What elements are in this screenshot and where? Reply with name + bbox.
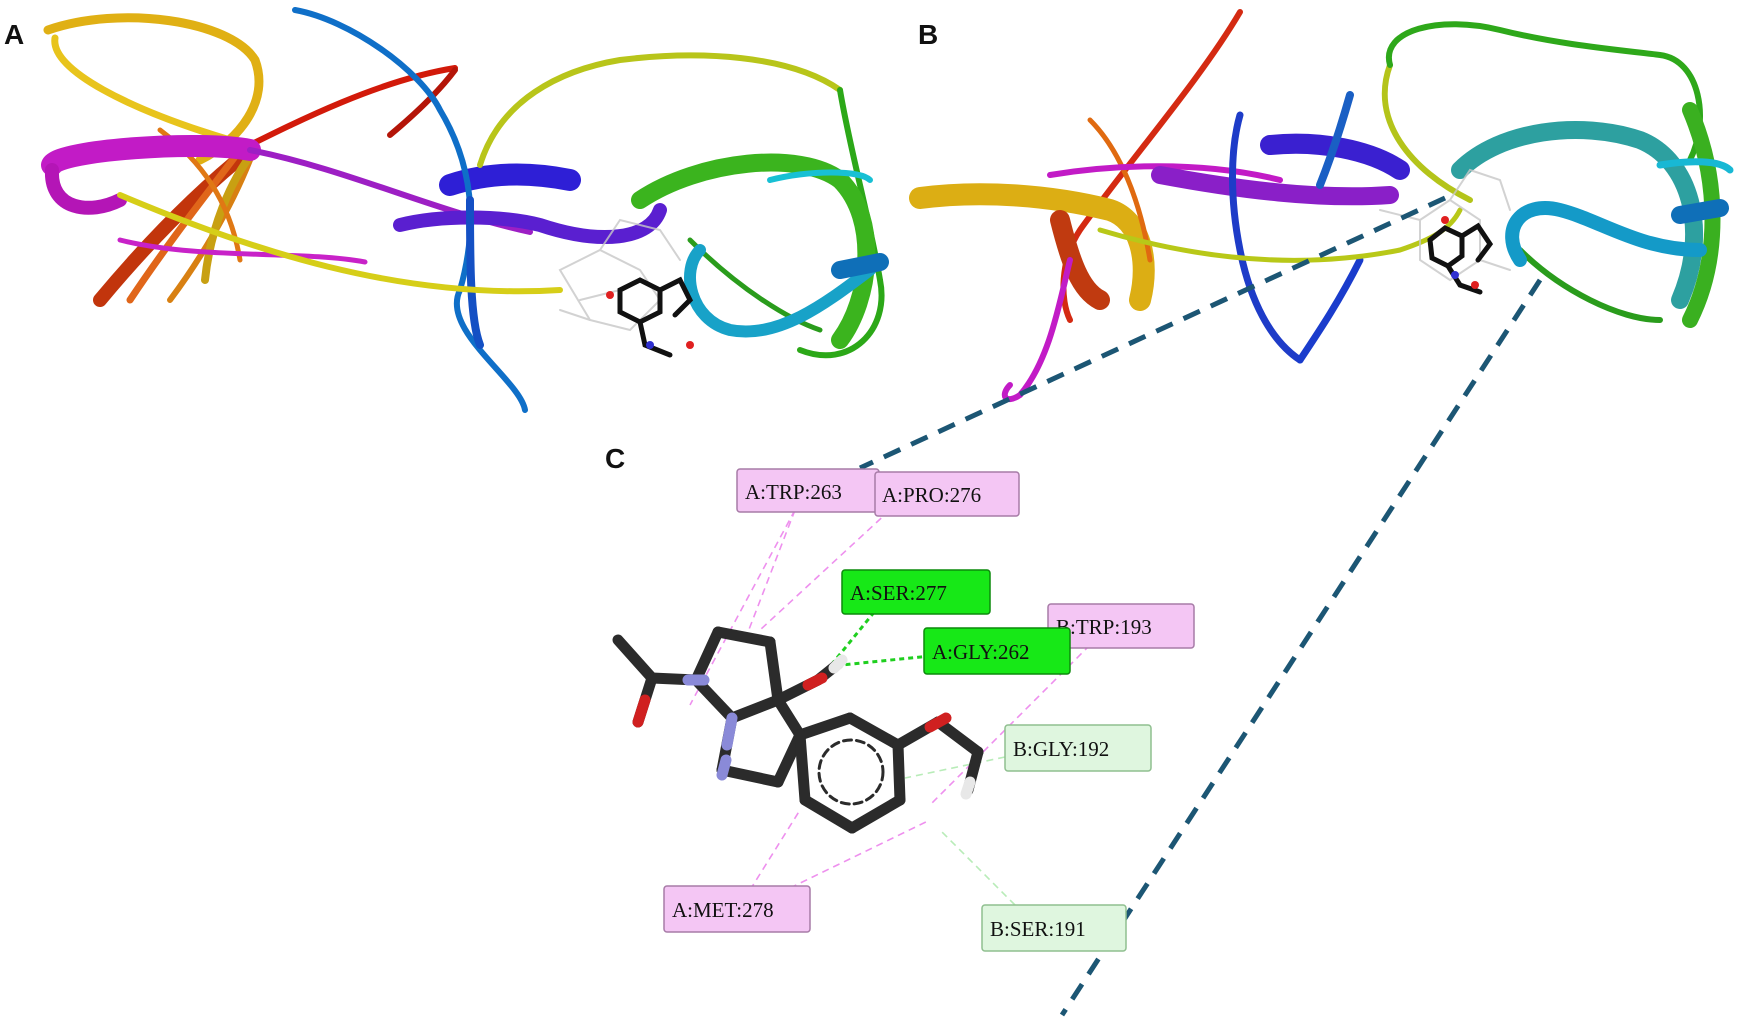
residue-ser277-label: A:SER:277 (850, 581, 947, 605)
pi-line-met278-b (789, 819, 931, 889)
pi-line-trp263-b (689, 509, 796, 706)
residue-pro276-label: A:PRO:276 (882, 483, 981, 507)
ch-line-gly192 (904, 756, 1006, 779)
pi-line-pro276 (759, 509, 891, 631)
panel-b: B (909, 9, 1734, 403)
zoom-line-right (1059, 278, 1543, 1017)
zoom-line-left (858, 195, 1447, 471)
residue-gly192-label: B:GLY:192 (1013, 737, 1109, 761)
residue-gly192: B:GLY:192 (1004, 724, 1152, 772)
zoom-lines (858, 195, 1543, 1017)
residue-trp193-label: B:TRP:193 (1056, 615, 1152, 639)
ligand-3d-b (1379, 168, 1511, 295)
residue-gly262: A:GLY:262 (923, 627, 1071, 675)
hbond-line-gly262 (831, 653, 941, 668)
residue-ser277: A:SER:277 (841, 569, 991, 615)
hbond-line-ser277 (830, 604, 882, 665)
residue-ser191-label: B:SER:191 (990, 917, 1086, 941)
residue-labels: A:TRP:263 A:PRO:276 A:SER:277 B:TRP:193 … (663, 468, 1195, 952)
residue-ser191: B:SER:191 (981, 904, 1127, 952)
residue-trp263: A:TRP:263 (736, 468, 880, 513)
ch-line-ser191 (939, 829, 1016, 906)
pi-line-met278 (749, 809, 801, 891)
residue-trp263-label: A:TRP:263 (745, 480, 842, 504)
panel-c-letter: C (605, 443, 625, 474)
residue-gly262-label: A:GLY:262 (932, 640, 1029, 664)
panel-b-letter: B (918, 19, 938, 50)
pi-line-trp263 (747, 509, 796, 633)
protein-ribbon-a (41, 7, 889, 413)
panel-c: C (605, 443, 1195, 952)
residue-met278: A:MET:278 (663, 885, 811, 933)
residue-trp193: B:TRP:193 (1047, 603, 1195, 649)
panel-a-letter: A (4, 19, 24, 50)
ligand-3d-a (558, 218, 694, 358)
panel-a: A (4, 7, 889, 413)
residue-pro276: A:PRO:276 (874, 471, 1020, 517)
ligand-2d-structure (612, 626, 984, 834)
protein-ribbon-b (909, 9, 1734, 403)
residue-met278-label: A:MET:278 (672, 898, 774, 922)
